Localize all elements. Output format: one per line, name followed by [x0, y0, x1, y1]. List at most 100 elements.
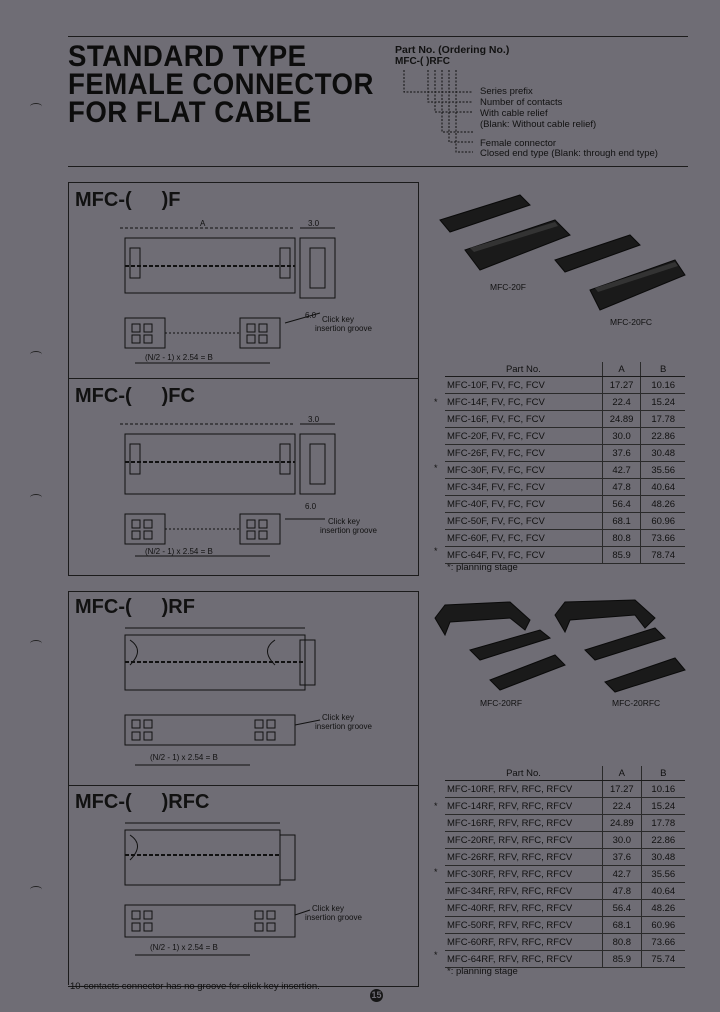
cell-a: 37.6 — [601, 444, 641, 462]
title-line-1: STANDARD TYPE — [68, 40, 307, 73]
cell-part: MFC-16RF, RFV, RFC, RFCV — [445, 814, 603, 832]
key-groove-label-2: insertion groove — [305, 913, 362, 922]
panel-left-edge — [68, 182, 69, 575]
cell-a: 22.4 — [601, 393, 641, 411]
photo-caption: MFC-20F — [490, 282, 526, 292]
legend-item: With cable relief — [480, 108, 548, 119]
key-groove-label-2: insertion groove — [315, 722, 372, 731]
cell-part: MFC-30RF, RFV, RFC, RFCV — [445, 865, 603, 883]
cell-b: 48.26 — [640, 495, 685, 513]
col-header-a: A — [601, 362, 641, 377]
cell-a: 56.4 — [602, 899, 642, 917]
cell-part: MFC-30F, FV, FC, FCV — [445, 461, 603, 479]
cell-part: MFC-14RF, RFV, RFC, RFCV — [445, 797, 603, 815]
cell-part: MFC-26F, FV, FC, FCV — [445, 444, 603, 462]
cell-b: 10.16 — [640, 780, 685, 798]
section-suffix: )RF — [161, 596, 195, 618]
title-line-2: FEMALE CONNECTOR — [68, 68, 374, 101]
key-groove-label-1: Click key — [322, 315, 354, 324]
dim-6-label: 6.0 — [305, 502, 317, 511]
section-title-rfc: MFC-()RFC — [75, 791, 209, 814]
pitch-label: (N/2 - 1) x 2.54 = B — [145, 547, 213, 556]
drawing-mfc-f: A 3.0 6.0 (N/2 - 1) x 2.54 = B Click key… — [120, 219, 372, 364]
cell-b: 22.86 — [640, 427, 685, 445]
section-suffix: )F — [161, 189, 181, 211]
section-suffix: )FC — [161, 385, 195, 407]
cell-a: 30.0 — [601, 427, 641, 445]
part-number-code: MFC-( )RFC — [395, 56, 450, 67]
legend-leader-lines — [403, 70, 473, 153]
cell-a: 24.89 — [602, 814, 642, 832]
cell-a: 68.1 — [601, 512, 641, 530]
margin-mark — [30, 103, 42, 110]
photo-caption: MFC-20RFC — [612, 698, 660, 708]
cell-a: 68.1 — [602, 916, 642, 934]
cell-b: 60.96 — [640, 916, 685, 934]
planning-star: * — [434, 950, 438, 960]
section-title-f: MFC-( )F — [75, 189, 181, 212]
footnote: 10-contacts connector has no groove for … — [70, 981, 320, 992]
cell-part: MFC-20RF, RFV, RFC, RFCV — [445, 831, 603, 849]
cell-part: MFC-20F, FV, FC, FCV — [445, 427, 603, 445]
cell-b: 40.64 — [640, 478, 685, 496]
drawing-mfc-fc: 3.0 6.0 (N/2 - 1) x 2.54 = B Click key i… — [120, 415, 377, 557]
drawing-mfc-rfc: (N/2 - 1) x 2.54 = B Click key insertion… — [124, 822, 362, 956]
col-header-part: Part No. — [445, 362, 603, 377]
cell-b: 22.86 — [640, 831, 685, 849]
cell-part: MFC-10RF, RFV, RFC, RFCV — [445, 780, 603, 798]
dim-3-label: 3.0 — [308, 219, 320, 228]
part-number-header: Part No. (Ordering No.) — [395, 44, 510, 56]
cell-part: MFC-60F, FV, FC, FCV — [445, 529, 603, 547]
cell-b: 40.64 — [640, 882, 685, 900]
dim-3-label: 3.0 — [308, 415, 320, 424]
planning-star: * — [434, 801, 438, 811]
header-divider — [68, 166, 688, 167]
legend-item: Closed end type (Blank: through end type… — [480, 148, 658, 159]
cell-b: 75.74 — [640, 950, 685, 968]
photo-caption: MFC-20FC — [610, 317, 652, 327]
section-prefix: MFC-( — [75, 385, 132, 407]
cell-a: 85.9 — [601, 546, 641, 564]
page-number: 15 — [370, 989, 383, 1002]
cell-a: 22.4 — [602, 797, 642, 815]
cell-b: 30.48 — [640, 444, 685, 462]
cell-b: 30.48 — [640, 848, 685, 866]
section-prefix: MFC-( — [75, 189, 132, 211]
section-prefix: MFC-( — [75, 596, 132, 618]
top-rule — [68, 36, 688, 37]
key-groove-label-2: insertion groove — [315, 324, 372, 333]
product-photo-fc: MFC-20F MFC-20FC — [439, 194, 686, 327]
cell-a: 17.27 — [601, 376, 641, 394]
panel-left-edge — [68, 591, 69, 985]
col-header-b: B — [640, 362, 685, 377]
cell-a: 56.4 — [601, 495, 641, 513]
section-prefix: MFC-( — [75, 791, 132, 813]
cell-a: 85.9 — [602, 950, 642, 968]
planning-star: * — [434, 546, 438, 556]
cell-part: MFC-26RF, RFV, RFC, RFCV — [445, 848, 603, 866]
section-title-rf: MFC-( )RF — [75, 596, 195, 619]
cell-b: 35.56 — [640, 461, 685, 479]
cell-part: MFC-16F, FV, FC, FCV — [445, 410, 603, 428]
cell-a: 47.8 — [601, 478, 641, 496]
col-header-a: A — [602, 766, 642, 781]
cell-b: 73.66 — [640, 529, 685, 547]
cell-part: MFC-10F, FV, FC, FCV — [445, 376, 603, 394]
legend-item: (Blank: Without cable relief) — [480, 119, 597, 130]
